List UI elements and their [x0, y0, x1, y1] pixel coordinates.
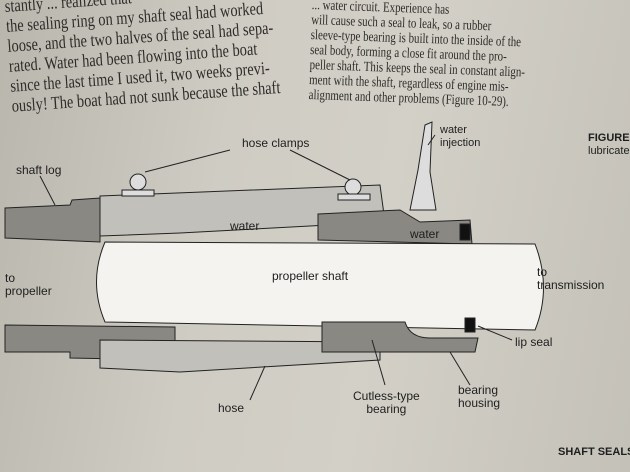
- leader-line: [449, 351, 471, 386]
- lower-lip-seal: [464, 317, 476, 333]
- upper-hose: [99, 184, 386, 237]
- label-line: to: [5, 271, 16, 285]
- propeller-shaft: [96, 241, 544, 331]
- leader-line: [249, 365, 266, 401]
- leader-line: [39, 175, 56, 206]
- label-propeller-shaft: propeller shaft: [272, 269, 349, 283]
- label-line: housing: [458, 396, 501, 410]
- label-line: to: [537, 265, 548, 279]
- lower-housing: [321, 321, 479, 353]
- label-hose-clamps: hose clamps: [242, 136, 310, 150]
- hose-clamp: [121, 189, 155, 197]
- label-line: bearing: [458, 383, 499, 397]
- upper-shaft-log: [4, 197, 101, 243]
- label-lip-seal: lip seal: [515, 335, 553, 349]
- label-shaft-log: shaft log: [16, 163, 62, 177]
- leader-line: [371, 339, 386, 386]
- running-footer: SHAFT SEALS: [558, 446, 630, 458]
- hose-clamp: [337, 193, 371, 201]
- leader-line: [144, 149, 231, 173]
- label-line: transmission: [537, 278, 605, 292]
- label-line: bearing: [366, 402, 407, 416]
- leader-line: [477, 325, 513, 341]
- hose-clamp-screw: [129, 173, 147, 191]
- water-injection-fitting: [409, 121, 437, 211]
- label-line: propeller: [5, 284, 52, 298]
- label-line: water: [440, 124, 467, 136]
- label-water: water: [230, 219, 260, 233]
- label-line: injection: [440, 137, 481, 149]
- upper-lip-seal: [459, 223, 471, 241]
- caption-text: lubricatec: [588, 145, 630, 157]
- figure-number: FIGURE 1: [588, 132, 630, 144]
- figure-caption: FIGURE 1lubricatec: [588, 132, 630, 158]
- label-line: Cutless-type: [353, 389, 420, 403]
- upper-housing: [317, 209, 473, 245]
- leader-line: [427, 134, 436, 146]
- hose-clamp-screw: [344, 178, 362, 196]
- leader-line: [289, 149, 351, 181]
- label-water: water: [410, 227, 440, 241]
- label-hose: hose: [218, 401, 245, 415]
